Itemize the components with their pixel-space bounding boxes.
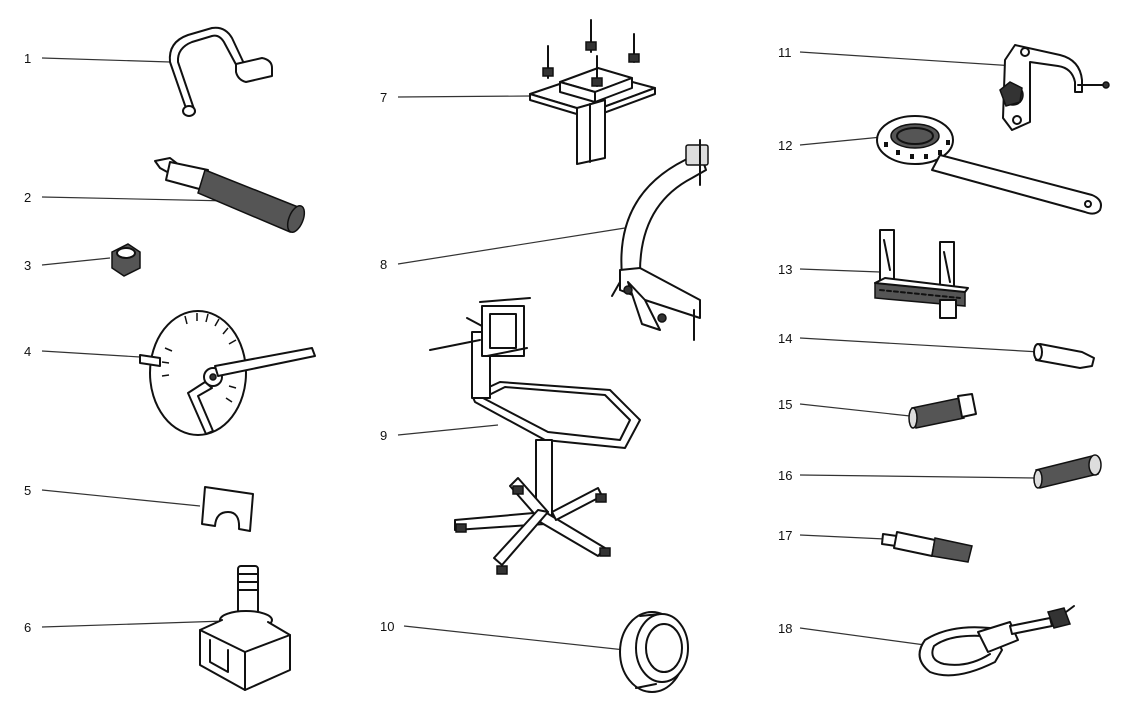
callout-label-7: 7 (380, 90, 387, 105)
leader-line-15 (799, 403, 911, 417)
ring-notches (884, 140, 950, 159)
leader-line-16 (799, 474, 1036, 479)
leader-line-9 (397, 424, 499, 436)
tool-3-small-nut (111, 243, 141, 277)
leader-line-12 (799, 136, 883, 146)
degree-scale-ticks (161, 313, 237, 403)
callout-label-10: 10 (380, 619, 394, 634)
tool-11-bracket (999, 44, 1110, 131)
callout-label-4: 4 (24, 344, 31, 359)
callout-label-3: 3 (24, 258, 31, 273)
leader-line-1 (41, 57, 171, 63)
callout-label-6: 6 (24, 620, 31, 635)
callout-label-12: 12 (778, 138, 792, 153)
callout-label-1: 1 (24, 51, 31, 66)
tool-9-work-stand (429, 297, 641, 575)
leader-line-3 (41, 257, 111, 266)
tool-16-knurled-sleeve (1033, 454, 1102, 489)
leader-line-2 (41, 196, 231, 202)
leader-line-6 (41, 620, 226, 628)
tool-17-stepped-adaptor (881, 531, 973, 563)
tool-13-gauge-fork (874, 229, 969, 319)
callout-label-8: 8 (380, 257, 387, 272)
tool-5-shim-plate (201, 486, 254, 532)
leader-line-13 (799, 268, 881, 273)
leader-line-5 (41, 489, 201, 507)
callout-label-13: 13 (778, 262, 792, 277)
tool-2-knurled-handle-tool (154, 157, 306, 234)
tool-8-support-arm (611, 139, 709, 341)
tool-7-fixture-plate (529, 19, 656, 165)
leader-line-4 (41, 350, 141, 358)
callout-label-17: 17 (778, 528, 792, 543)
tool-10-sleeve-ring (619, 611, 689, 693)
callout-label-5: 5 (24, 483, 31, 498)
callout-label-14: 14 (778, 331, 792, 346)
leader-line-8 (397, 227, 626, 265)
tool-1-cranked-spanner (168, 26, 273, 117)
callout-labels: 1 2 3 4 5 6 7 8 9 10 11 12 13 14 15 16 1… (24, 45, 792, 636)
leader-lines (41, 51, 1041, 651)
tool-6-puller (199, 565, 291, 691)
tool-12-ring-spanner (876, 115, 1102, 215)
leader-line-7 (397, 95, 531, 98)
tool-4-degree-wheel (139, 310, 316, 436)
fixture-studs (542, 19, 640, 87)
callout-label-11: 11 (778, 45, 792, 60)
leader-line-17 (799, 534, 886, 540)
leader-line-10 (403, 625, 626, 651)
tool-15-threaded-adaptor (908, 393, 977, 429)
tool-14-drift-pin (1033, 343, 1095, 369)
callout-label-15: 15 (778, 397, 792, 412)
tool-18-strap-wrench (918, 605, 1075, 677)
callout-label-9: 9 (380, 428, 387, 443)
callout-label-18: 18 (778, 621, 792, 636)
callout-label-2: 2 (24, 190, 31, 205)
callout-label-16: 16 (778, 468, 792, 483)
leader-line-18 (799, 627, 926, 646)
leader-line-11 (799, 51, 1016, 67)
leader-line-14 (799, 337, 1041, 353)
